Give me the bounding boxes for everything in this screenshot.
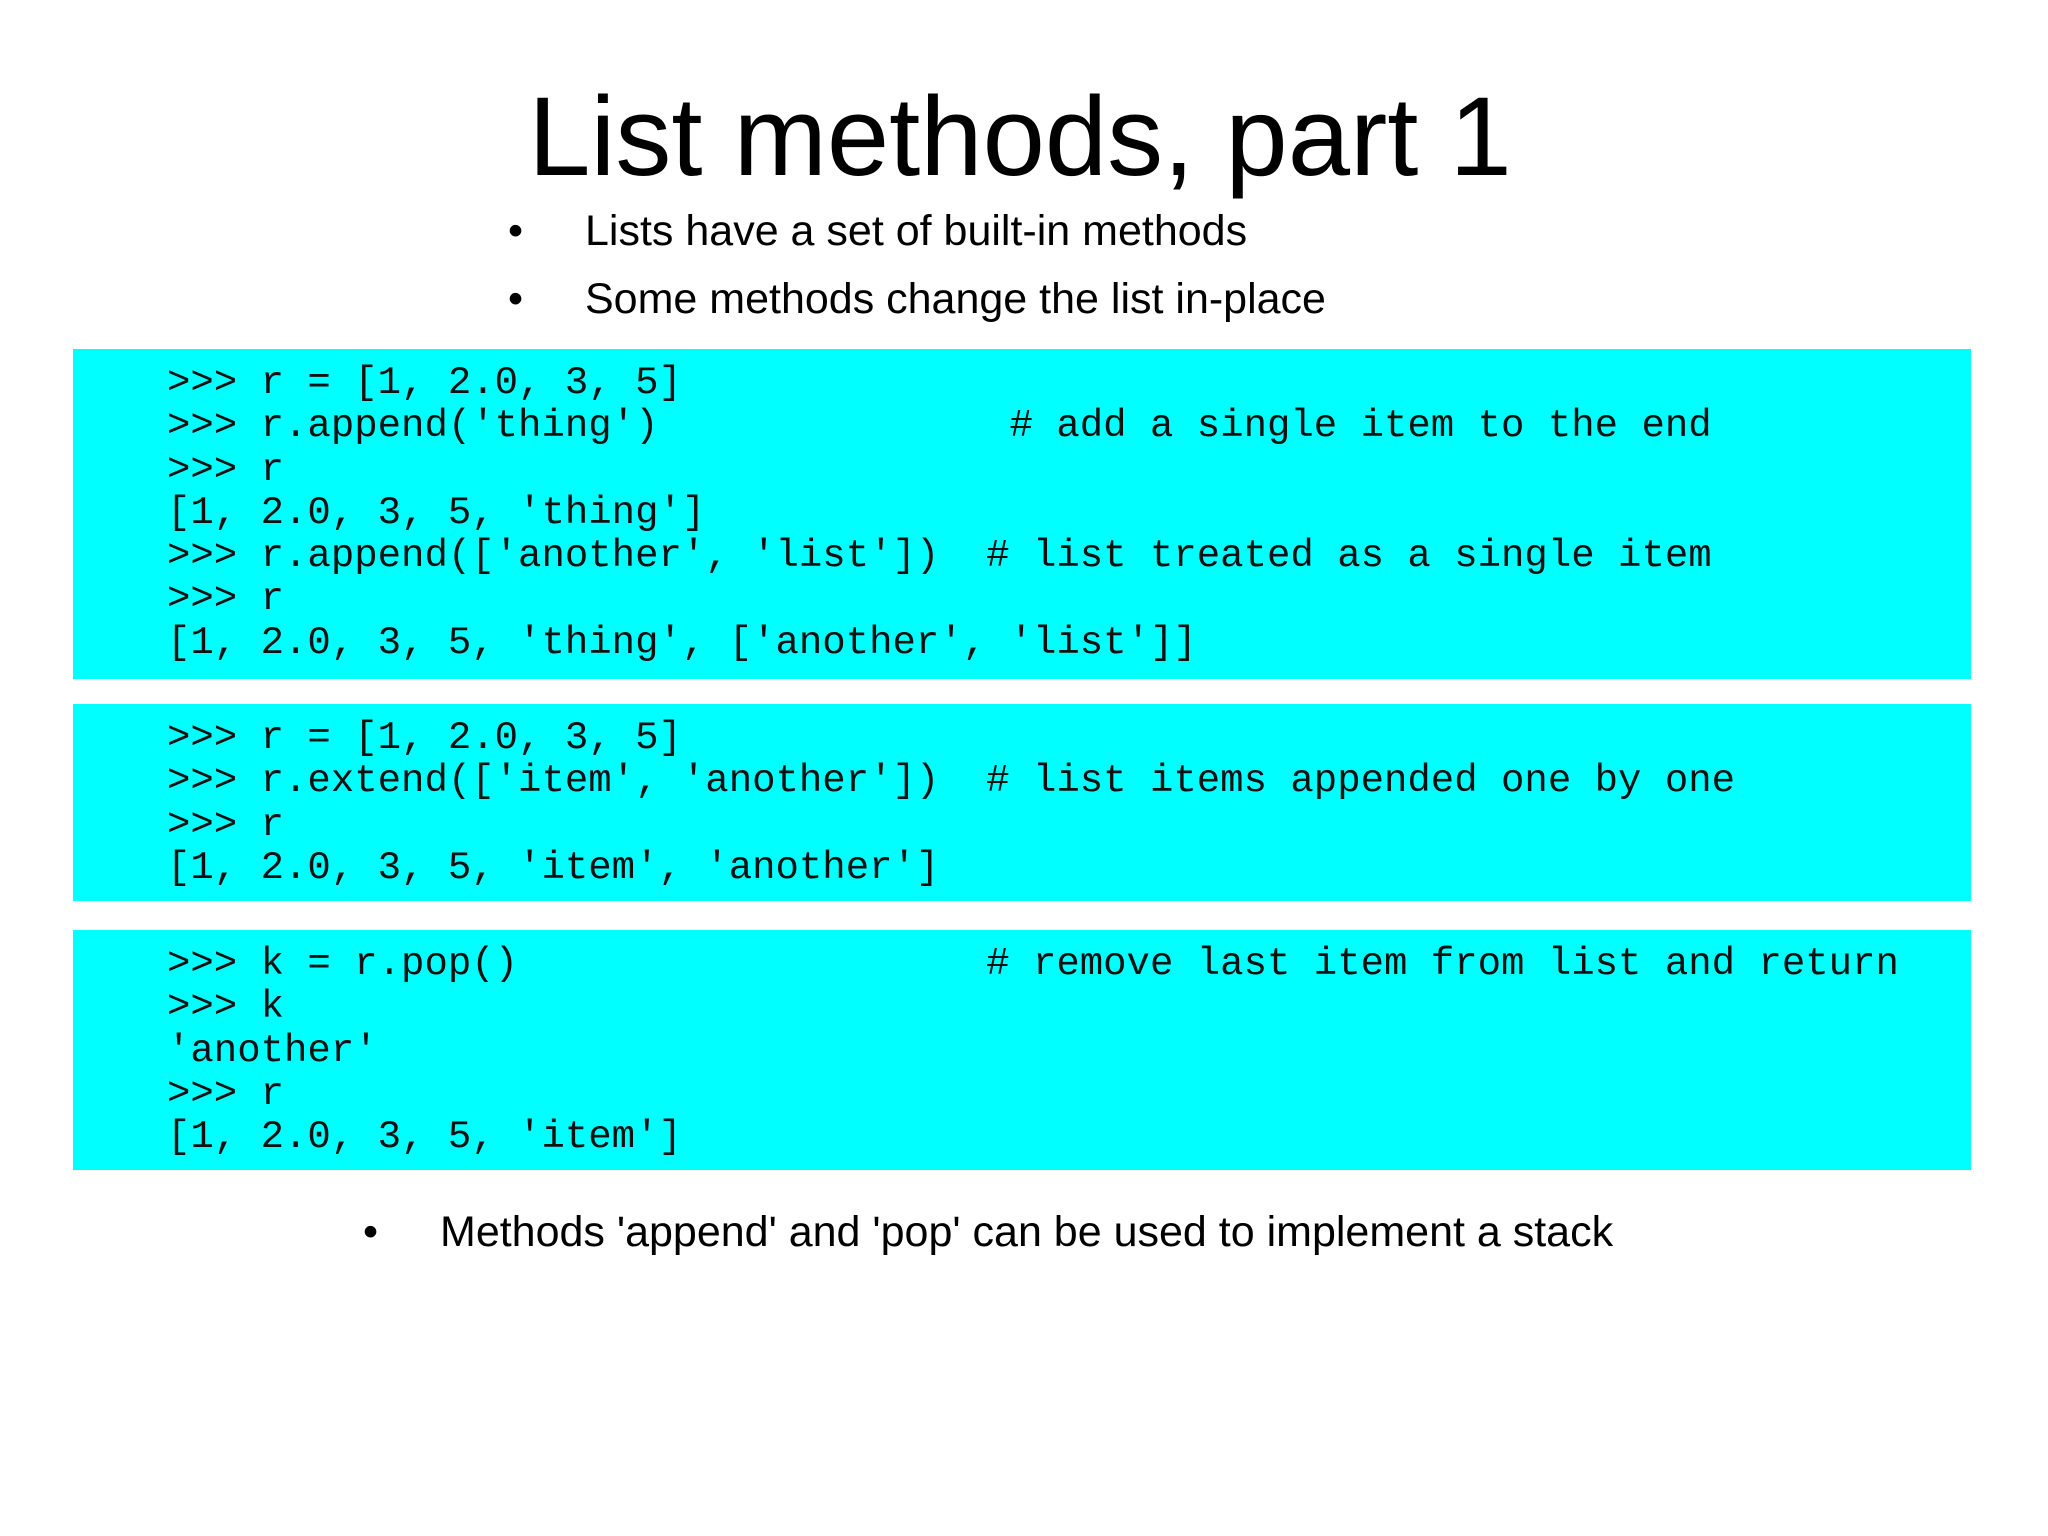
code-block-extend: >>> r = [1, 2.0, 3, 5]>>> r.extend(['ite… xyxy=(73,704,1971,901)
bullet-icon: • xyxy=(508,207,524,255)
slide-title: List methods, part 1 xyxy=(528,74,1512,199)
bullet-icon: • xyxy=(508,275,524,323)
code-line: >>> k xyxy=(167,985,285,1030)
code-line: [1, 2.0, 3, 5, 'thing', ['another', 'lis… xyxy=(167,620,1197,665)
code-line: >>> k = r.pop() # remove last item from … xyxy=(167,942,1899,986)
code-line: 'another' xyxy=(167,1028,378,1073)
code-line: >>> r xyxy=(167,802,285,847)
code-line: >>> r xyxy=(167,1071,285,1116)
code-text: >>> r = [1, 2.0, 3, 5]>>> r.append('thin… xyxy=(167,361,1712,665)
bullet-text: Lists have a set of built-in methods xyxy=(585,207,1248,255)
code-text: >>> k = r.pop() # remove last item from … xyxy=(167,942,1899,1160)
code-line: >>> r xyxy=(167,577,285,622)
code-block-pop: >>> k = r.pop() # remove last item from … xyxy=(73,930,1971,1170)
bullet-text: Some methods change the list in-place xyxy=(585,275,1326,323)
code-line: [1, 2.0, 3, 5, 'item'] xyxy=(167,1115,682,1160)
code-text: >>> r = [1, 2.0, 3, 5]>>> r.extend(['ite… xyxy=(167,716,1736,890)
code-block-append: >>> r = [1, 2.0, 3, 5]>>> r.append('thin… xyxy=(73,349,1971,679)
code-line: >>> r.append('thing') # add a single ite… xyxy=(167,404,1712,449)
code-line: >>> r.extend(['item', 'another']) # list… xyxy=(167,759,1736,804)
code-line: [1, 2.0, 3, 5, 'item', 'another'] xyxy=(167,845,940,890)
bullet-icon: • xyxy=(363,1208,379,1256)
code-line: >>> r xyxy=(167,447,285,492)
code-line: [1, 2.0, 3, 5, 'thing'] xyxy=(167,490,706,535)
bullet-text: Methods 'append' and 'pop' can be used t… xyxy=(440,1208,1614,1256)
code-line: >>> r = [1, 2.0, 3, 5] xyxy=(167,361,682,405)
code-line: >>> r = [1, 2.0, 3, 5] xyxy=(167,716,682,760)
code-line: >>> r.append(['another', 'list']) # list… xyxy=(167,534,1712,579)
